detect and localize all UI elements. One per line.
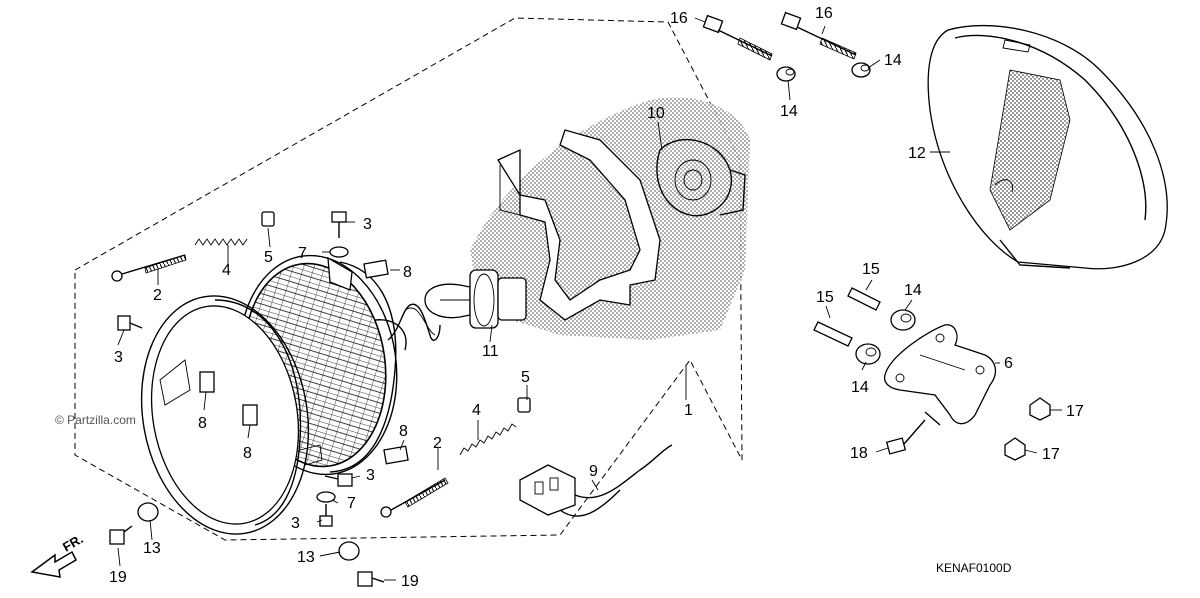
- callout-19-left: 19: [109, 569, 127, 586]
- front-direction-arrow: FR.: [30, 531, 86, 578]
- clip-upper: [363, 259, 389, 279]
- callout-16-right: 16: [815, 5, 833, 22]
- callout-5-upper: 5: [264, 249, 273, 266]
- nut-upper: [1029, 397, 1051, 421]
- callout-11: 11: [482, 343, 499, 360]
- callout-3-lower: 3: [366, 467, 375, 484]
- adjust-screw-lower: [380, 477, 449, 518]
- grommet-left: [137, 502, 159, 522]
- callout-3-left: 3: [114, 349, 123, 366]
- front-direction-label: FR.: [60, 531, 86, 554]
- collar-mid-lower: [855, 343, 881, 365]
- headlight-bracket: [470, 97, 750, 340]
- callout-8-upper: 8: [403, 264, 412, 281]
- adjust-spring-lower: [459, 423, 517, 456]
- callout-12: 12: [908, 145, 926, 162]
- screw-lower-right: [324, 473, 353, 487]
- screw-left: [117, 315, 143, 331]
- callout-8-rim-right: 8: [243, 445, 252, 462]
- callout-8-rim-left: 8: [198, 415, 207, 432]
- drawing-code: KENAF0100D: [936, 561, 1012, 575]
- callout-17-lower: 17: [1042, 446, 1060, 463]
- watermark: © Partzilla.com: [55, 413, 136, 427]
- pin-upper: [847, 287, 881, 311]
- bolt-bottom: [357, 571, 385, 587]
- callout-18: 18: [850, 445, 868, 462]
- callout-10: 10: [647, 105, 665, 122]
- leader-lines: [117, 17, 1062, 581]
- headlight-wire: [387, 303, 441, 341]
- callout-1: 1: [684, 402, 693, 419]
- adjust-screw-upper: [111, 254, 187, 282]
- mounting-plate: [883, 324, 997, 425]
- callout-8-lower: 8: [399, 423, 408, 440]
- callout-14-mid-lower: 14: [851, 379, 869, 396]
- case-bolt-upper-left: [702, 14, 773, 61]
- clip-lower: [383, 445, 409, 465]
- callout-13-left: 13: [143, 540, 161, 557]
- callout-3-bottom: 3: [291, 515, 300, 532]
- callout-14-top-right: 14: [884, 52, 902, 69]
- callout-14-top-left: 14: [780, 103, 798, 120]
- plate-stud: [924, 411, 941, 426]
- headlight-case: [927, 24, 1168, 270]
- callout-17-upper: 17: [1066, 403, 1084, 420]
- adjust-nut-upper: [261, 211, 275, 227]
- callout-14-mid-upper: 14: [904, 282, 922, 299]
- collar-mid-upper: [890, 309, 916, 331]
- callout-15-upper: 15: [862, 261, 880, 278]
- washer-bottom: [316, 491, 336, 503]
- assembly-outline: [74, 17, 743, 541]
- wire-harness: [519, 444, 673, 517]
- callout-7-top: 7: [298, 245, 307, 262]
- callout-5-lower: 5: [521, 369, 530, 386]
- headlight-bulb: [424, 269, 527, 329]
- callout-16-left: 16: [670, 10, 688, 27]
- headlight-rim: [140, 295, 323, 535]
- adjust-nut-lower: [517, 397, 531, 413]
- callout-6: 6: [1004, 355, 1013, 372]
- case-bolt-upper-right: [780, 11, 857, 60]
- screw-top: [331, 211, 347, 238]
- screw-bottom: [319, 504, 333, 527]
- grommet-bottom: [338, 541, 360, 561]
- callout-2-upper: 2: [153, 287, 162, 304]
- callout-4-lower: 4: [472, 402, 481, 419]
- bolt-left: [109, 525, 133, 545]
- collar-top-left: [776, 66, 796, 82]
- callout-9: 9: [589, 463, 598, 480]
- callout-15-lower: 15: [816, 289, 834, 306]
- callout-2-lower: 2: [433, 435, 442, 452]
- washer-top: [329, 246, 349, 258]
- callout-4-upper: 4: [222, 262, 231, 279]
- callout-13-bottom: 13: [297, 549, 315, 566]
- adjust-spring-upper: [194, 238, 248, 246]
- callout-labels: 1 2 2 3 3 3 3 4 4 5 5 6 7 7 8 8 8 8 9 10…: [109, 5, 1084, 590]
- callout-7-bottom: 7: [347, 495, 356, 512]
- collar-top-right: [851, 62, 871, 78]
- callout-19-bottom: 19: [401, 573, 419, 590]
- callout-3-top: 3: [363, 216, 372, 233]
- pin-lower: [813, 321, 853, 347]
- nut-lower: [1004, 437, 1026, 461]
- plate-bolt: [885, 419, 926, 455]
